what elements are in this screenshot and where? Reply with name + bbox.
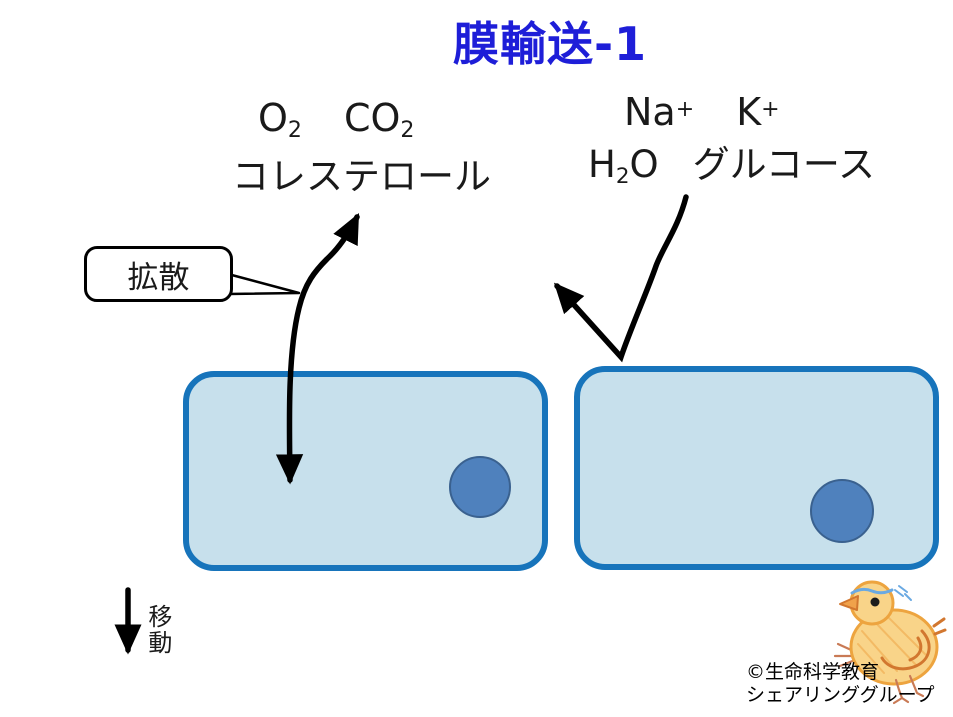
- permeable-molecules-line1: O2 CO2: [258, 96, 415, 144]
- h2o-label: H2O: [588, 143, 659, 189]
- o2-label: O2: [258, 96, 302, 144]
- co2-label: CO2: [343, 96, 415, 144]
- na-label: Na+: [624, 90, 695, 134]
- chick-illustration: [833, 580, 947, 705]
- impermeable-molecules-line2: H2O グルコース: [588, 134, 876, 189]
- chick-eye: [870, 597, 880, 607]
- right-cell-nucleus: [810, 479, 874, 543]
- credit-line1: ©生命科学教育: [746, 661, 880, 683]
- left-cell-nucleus: [449, 456, 511, 518]
- chick-beak: [839, 595, 859, 611]
- diffusion-callout: 拡散: [84, 246, 233, 302]
- credit-line2: シェアリンググループ: [746, 684, 935, 706]
- chick-wing: [880, 629, 931, 671]
- chick-legs: [892, 674, 925, 705]
- glucose-label: グルコース: [692, 143, 876, 186]
- cholesterol-label: コレステロール: [232, 155, 491, 198]
- chick-glasses: [850, 587, 894, 595]
- blocked-transport-arrow: [553, 194, 689, 363]
- page-title: 膜輸送-1: [452, 17, 648, 71]
- diffusion-arrow: [275, 212, 360, 485]
- chick-wing-inner: [908, 636, 923, 662]
- k-label: K+: [736, 90, 780, 134]
- diffusion-callout-label: 拡散: [127, 259, 190, 296]
- impermeable-molecules-line1: Na+ K+: [624, 90, 780, 134]
- chick-tail: [932, 617, 947, 636]
- move-label: 移動: [143, 604, 172, 656]
- credit: ©生命科学教育 シェアリンググループ: [746, 661, 934, 707]
- chick-glasses-ticks: [894, 585, 912, 601]
- callout-tail: [226, 272, 301, 296]
- right-cell: [574, 366, 939, 570]
- left-cell: [183, 371, 548, 571]
- chick-body-texture: [857, 615, 928, 674]
